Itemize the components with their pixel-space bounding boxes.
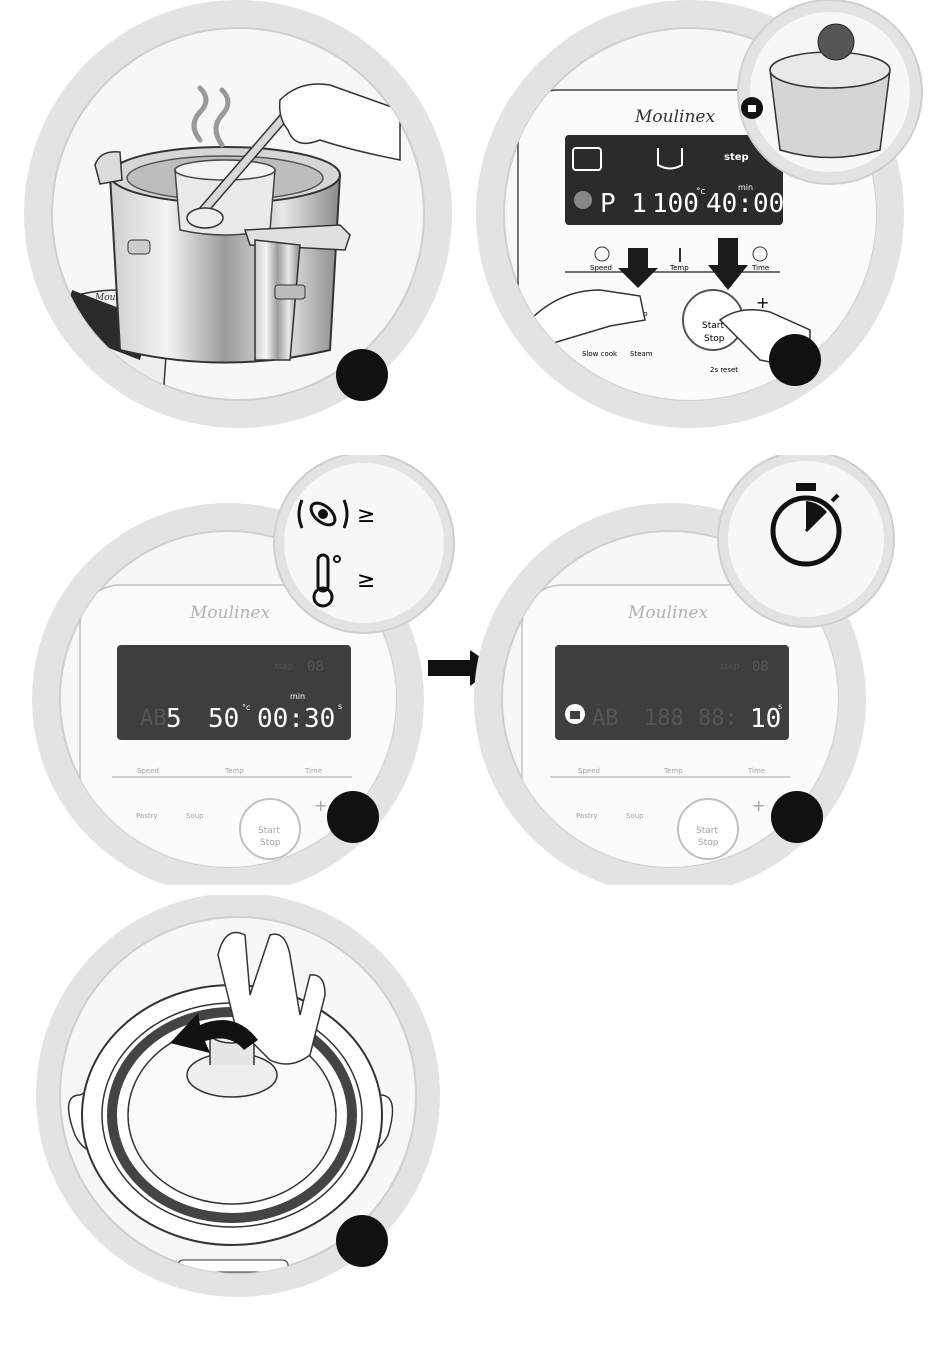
time-readout: 40:00 bbox=[706, 189, 784, 219]
speed-readout: 188 bbox=[644, 706, 684, 731]
start-label: Start bbox=[696, 826, 718, 836]
step-badge-3 bbox=[327, 791, 379, 843]
time-button[interactable]: Time bbox=[747, 767, 765, 775]
step-5-illustration bbox=[0, 895, 470, 1315]
temp-button[interactable]: Temp bbox=[663, 767, 683, 775]
step-badge-2 bbox=[769, 334, 821, 386]
slow-cook-button[interactable]: Slow cook bbox=[582, 350, 618, 358]
step-badge-1 bbox=[336, 349, 388, 401]
temp-button[interactable]: Temp bbox=[224, 767, 244, 775]
program-readout: AB bbox=[140, 706, 167, 731]
speed-readout: 5 bbox=[166, 704, 182, 734]
steps-label: step bbox=[274, 662, 294, 672]
brand-logo: Moulinex bbox=[627, 603, 708, 623]
temp-compare-symbol: ≥ bbox=[357, 568, 375, 593]
pastry-button[interactable]: Pastry bbox=[576, 812, 598, 820]
stop-label: Stop bbox=[704, 334, 725, 344]
step-4-illustration: Moulinex step 08 AB 188 88: 10 s Speed T… bbox=[470, 455, 950, 885]
start-label: Start bbox=[702, 321, 724, 331]
brand-logo: Moulinex bbox=[634, 107, 715, 127]
time-unit: min bbox=[290, 692, 305, 701]
plus-button[interactable]: + bbox=[314, 796, 327, 815]
soup-button[interactable]: Soup bbox=[186, 812, 204, 820]
step-panel-4: Moulinex step 08 AB 188 88: 10 s Speed T… bbox=[470, 455, 950, 885]
time-readout: 00:30 bbox=[257, 704, 335, 734]
plus-button[interactable]: + bbox=[752, 796, 765, 815]
step-panel-3: Moulinex step 08 AB 5 50 °c min 00:30 s … bbox=[0, 455, 470, 885]
step-3-illustration: Moulinex step 08 AB 5 50 °c min 00:30 s … bbox=[0, 455, 470, 885]
soup-button[interactable]: Soup bbox=[626, 812, 644, 820]
speed-button[interactable]: Speed bbox=[590, 264, 612, 272]
temp-button[interactable]: Temp bbox=[669, 264, 689, 272]
pastry-button[interactable]: Pastry bbox=[136, 812, 158, 820]
step-badge-4 bbox=[771, 791, 823, 843]
time-button[interactable]: Time bbox=[751, 264, 769, 272]
brand-logo: Moulinex bbox=[189, 603, 270, 623]
steps-readout: 08 bbox=[307, 659, 324, 675]
program-readout: P 1 bbox=[600, 189, 647, 219]
seconds-unit: s bbox=[778, 702, 782, 711]
steps-label: step bbox=[720, 662, 740, 672]
start-label: Start bbox=[258, 826, 280, 836]
speed-button[interactable]: Speed bbox=[137, 767, 159, 775]
temp-unit: °c bbox=[242, 703, 250, 712]
speed-button[interactable]: Speed bbox=[578, 767, 600, 775]
speed-compare-symbol: ≥ bbox=[357, 503, 375, 528]
pressure-valve-icon bbox=[818, 24, 854, 60]
stop-label: Stop bbox=[260, 838, 281, 848]
step-panel-5 bbox=[0, 895, 470, 1315]
steam-button[interactable]: Steam bbox=[630, 350, 653, 358]
plus-button[interactable]: + bbox=[756, 293, 769, 312]
stop-label: Stop bbox=[698, 838, 719, 848]
steps-label: step bbox=[724, 152, 749, 163]
step-panel-1: Moulinex bbox=[0, 0, 470, 440]
time-button[interactable]: Time bbox=[304, 767, 322, 775]
steps-readout: 08 bbox=[752, 659, 769, 675]
step-2-illustration: Moulinex P 1 100 °c step min 40:00 Speed… bbox=[470, 0, 950, 440]
temp-unit: °c bbox=[696, 187, 706, 197]
reset-hint: 2s reset bbox=[710, 366, 738, 374]
padlock-icon bbox=[574, 191, 592, 209]
seconds-unit: s bbox=[338, 702, 342, 711]
step-1-illustration: Moulinex bbox=[0, 0, 470, 440]
program-readout: AB bbox=[592, 706, 619, 731]
time-ghost-readout: 88: bbox=[698, 706, 738, 731]
step-badge-5 bbox=[336, 1215, 388, 1267]
temp-readout: 50 bbox=[208, 704, 239, 734]
time-readout: 10 bbox=[750, 704, 781, 734]
step-panel-2: Moulinex P 1 100 °c step min 40:00 Speed… bbox=[470, 0, 950, 440]
temp-readout: 100 bbox=[652, 189, 699, 219]
